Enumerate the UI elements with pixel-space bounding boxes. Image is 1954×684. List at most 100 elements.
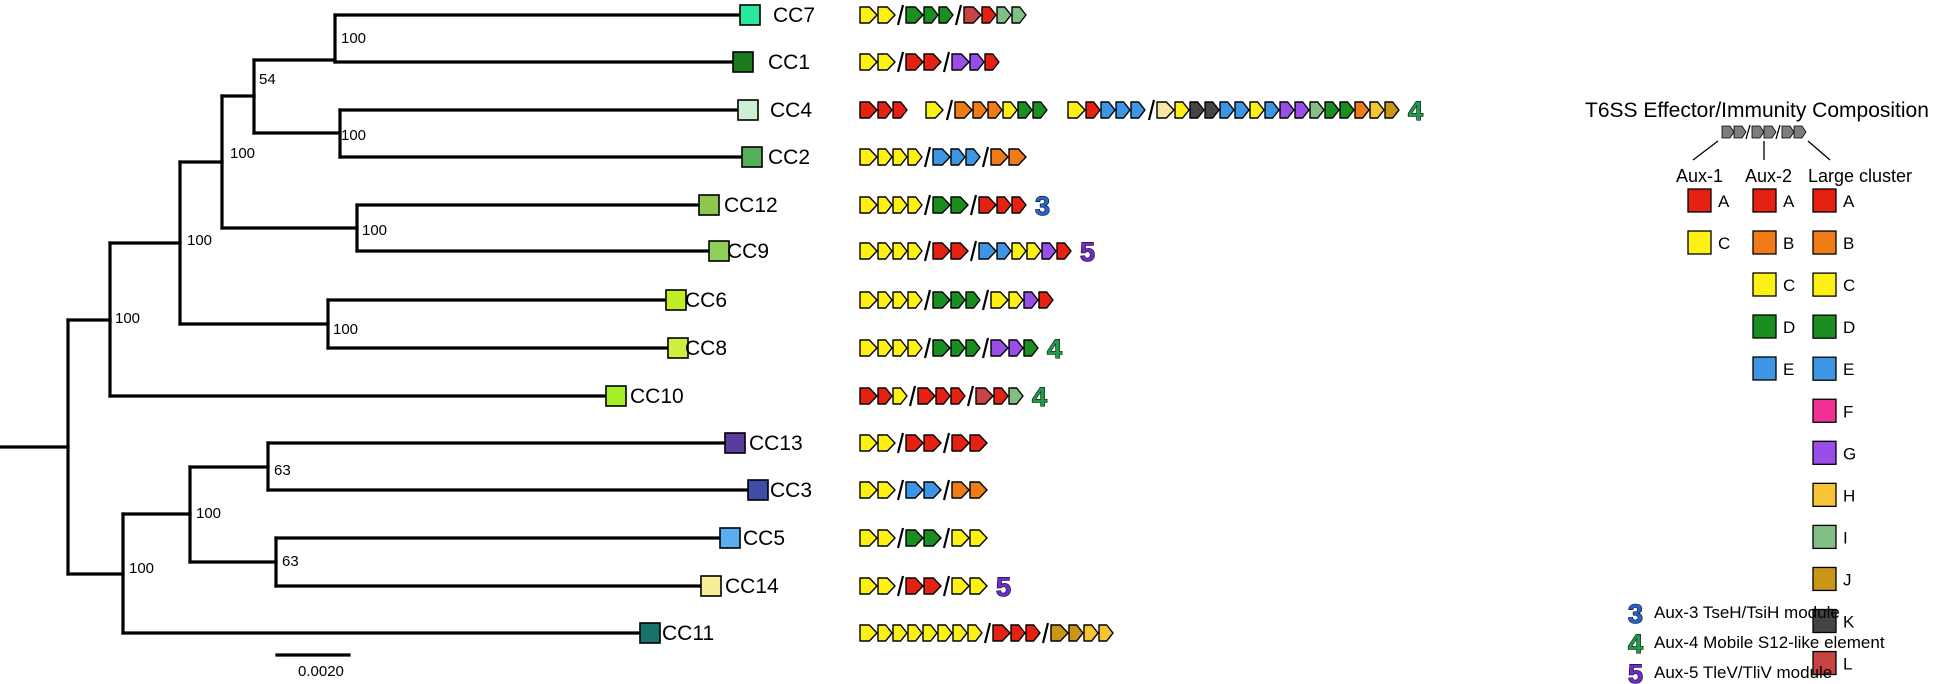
- gene-arrow: [975, 387, 994, 405]
- cluster-row: 3: [859, 190, 1051, 222]
- clade-color-swatch: [747, 479, 769, 501]
- legend-swatch: [1752, 230, 1777, 255]
- clade-color-swatch: [605, 385, 627, 407]
- gene-arrow: [978, 242, 997, 260]
- gene-arrow: [951, 481, 970, 499]
- gene-arrow: [892, 242, 908, 260]
- clade-color-swatch: [667, 337, 689, 359]
- gene-arrow: [1339, 101, 1355, 119]
- gene-arrow: [892, 387, 908, 405]
- legend-swatch-label: C: [1718, 234, 1730, 253]
- cluster-separator: [923, 289, 932, 311]
- gene-arrow: [859, 196, 878, 214]
- gene-arrow: [1026, 242, 1042, 260]
- gene-arrow: [877, 291, 893, 309]
- module-number-3: 3: [1035, 191, 1050, 221]
- module-number-5: 5: [1628, 659, 1643, 684]
- gene-arrow: [923, 577, 942, 595]
- bootstrap-value: 63: [282, 553, 299, 570]
- module-number-3: 3: [1628, 599, 1643, 629]
- gene-arrow: [907, 339, 923, 357]
- gene-arrow: [951, 529, 970, 547]
- gene-arrow: [923, 6, 939, 24]
- gene-arrow: [892, 624, 908, 642]
- gene-arrow: [1017, 101, 1033, 119]
- cluster-separator: [983, 622, 992, 644]
- gene-arrow: [1130, 101, 1146, 119]
- legend-swatch-label: D: [1783, 318, 1795, 337]
- legend-swatch-label: B: [1843, 234, 1854, 253]
- clade-label: CC8: [685, 337, 727, 360]
- gene-arrow: [925, 101, 944, 119]
- gene-arrow: [965, 339, 981, 357]
- gene-arrow: [978, 196, 997, 214]
- gene-arrow: [1098, 624, 1114, 642]
- gene-arrow: [932, 196, 951, 214]
- module-number-4: 4: [1047, 334, 1062, 364]
- gene-arrow: [972, 101, 988, 119]
- cluster-row: 4: [859, 381, 1048, 413]
- gene-arrow: [1067, 101, 1086, 119]
- cluster-row: [859, 479, 988, 501]
- legend-swatch: [1812, 482, 1837, 508]
- gene-arrow: [1156, 101, 1175, 119]
- legend-swatch-label: C: [1783, 276, 1795, 295]
- clade-label: CC13: [749, 432, 803, 455]
- clade-color-swatch: [639, 622, 661, 644]
- gene-arrow: [1354, 101, 1370, 119]
- gene-arrow: [859, 242, 878, 260]
- legend-swatch: [1812, 314, 1837, 339]
- clade-color-swatch: [732, 51, 754, 73]
- cluster-separator: [942, 527, 951, 549]
- gene-arrow: [1011, 6, 1027, 24]
- cluster-separator: [1147, 99, 1156, 121]
- bootstrap-value: 63: [274, 462, 291, 479]
- gene-arrow: [1294, 101, 1310, 119]
- clade-label: CC11: [662, 622, 714, 645]
- gene-arrow: [993, 387, 1009, 405]
- gene-arrow: [877, 387, 893, 405]
- gene-arrow: [859, 434, 878, 452]
- legend-swatch: [1812, 440, 1837, 465]
- legend-column-header: Aux-2: [1745, 166, 1792, 186]
- gene-arrow: [892, 101, 908, 119]
- gene-arrow: [923, 53, 942, 71]
- bootstrap-value: 100: [187, 232, 212, 249]
- cluster-separator: [923, 240, 932, 262]
- gene-arrow: [981, 6, 997, 24]
- gene-arrow: [952, 624, 968, 642]
- gene-arrow: [877, 148, 893, 166]
- legend-swatch: [1752, 272, 1777, 297]
- cluster-row: 5: [859, 236, 1096, 268]
- gene-arrow: [965, 291, 981, 309]
- legend-column-header: Aux-1: [1676, 166, 1723, 186]
- legend-swatch: [1812, 608, 1837, 634]
- legend-swatch-label: C: [1843, 276, 1855, 295]
- legend-swatch-label: G: [1843, 444, 1856, 463]
- gene-arrow: [859, 481, 878, 499]
- legend-icon-gene: [1781, 125, 1795, 139]
- legend-module-label: Aux-3 TseH/TsiH module: [1654, 603, 1840, 622]
- cluster-separator: [942, 479, 951, 501]
- cluster-separator: [896, 432, 905, 454]
- gene-arrow: [1384, 101, 1400, 119]
- gene-arrow: [1008, 387, 1024, 405]
- gene-arrow: [990, 148, 1009, 166]
- clade-label: CC2: [768, 146, 810, 169]
- legend-swatch: [1812, 524, 1837, 550]
- scale-bar-label: 0.0020: [298, 663, 344, 680]
- gene-arrow: [892, 148, 908, 166]
- legend-swatch: [1812, 650, 1837, 676]
- module-number-4: 4: [1628, 629, 1643, 659]
- gene-arrow: [917, 387, 936, 405]
- clade-color-swatch: [719, 527, 741, 549]
- gene-arrow: [990, 339, 1009, 357]
- gene-arrow: [950, 148, 966, 166]
- cluster-separator: [981, 289, 990, 311]
- gene-arrow: [905, 577, 924, 595]
- cluster-separator: [942, 575, 951, 597]
- legend-swatch: [1812, 272, 1837, 297]
- clade-color-swatch: [700, 575, 722, 597]
- cluster-separator: [954, 4, 963, 26]
